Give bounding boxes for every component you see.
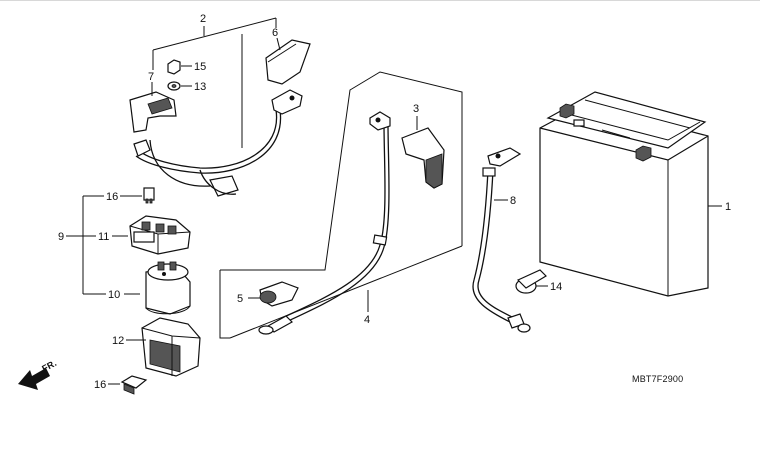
callout-15: 15 <box>194 61 206 73</box>
fuse-16-lower[interactable] <box>120 375 148 395</box>
callout-16b: 16 <box>94 379 106 391</box>
negative-cable[interactable] <box>258 111 391 335</box>
callout-1: 1 <box>725 201 731 213</box>
callout-13: 13 <box>194 81 206 93</box>
callout-3: 3 <box>413 103 419 115</box>
terminal-cover-6[interactable] <box>265 39 311 85</box>
bracket-2-top <box>152 17 277 51</box>
callout-8: 8 <box>510 195 516 207</box>
relay-cover-12[interactable] <box>141 317 201 377</box>
callout-16a: 16 <box>106 191 118 203</box>
bracket-4-top <box>220 71 463 271</box>
top-border <box>0 0 760 1</box>
callout-11: 11 <box>98 231 109 243</box>
battery[interactable] <box>539 91 709 297</box>
callout-7: 7 <box>148 71 154 83</box>
callout-14: 14 <box>550 281 562 293</box>
callout-2: 2 <box>200 13 206 25</box>
terminal-cover-7[interactable] <box>129 91 177 133</box>
bracket-4-bottom <box>229 245 463 339</box>
terminal-cover-3[interactable] <box>401 127 445 189</box>
callout-9: 9 <box>58 231 64 243</box>
fuse-16-upper[interactable] <box>143 187 155 204</box>
positive-cable[interactable] <box>133 89 303 197</box>
nut-15[interactable] <box>167 59 181 75</box>
cable-8[interactable] <box>472 147 531 333</box>
callout-5: 5 <box>237 293 243 305</box>
starter-relay-11[interactable] <box>129 215 191 255</box>
terminal-cover-5[interactable] <box>259 281 299 307</box>
bracket-4-left <box>219 270 230 339</box>
callout-12: 12 <box>112 335 124 347</box>
leader-6 <box>276 37 281 51</box>
front-arrow-icon <box>18 368 50 390</box>
callout-4: 4 <box>364 314 370 326</box>
callout-10: 10 <box>108 289 120 301</box>
front-label: FR. <box>40 358 58 374</box>
callout-6: 6 <box>272 27 278 39</box>
diagram-code: MBT7F2900 <box>632 374 683 384</box>
starter-relay-10[interactable] <box>145 261 191 315</box>
band-14[interactable] <box>515 269 547 294</box>
washer-13[interactable] <box>167 81 181 91</box>
